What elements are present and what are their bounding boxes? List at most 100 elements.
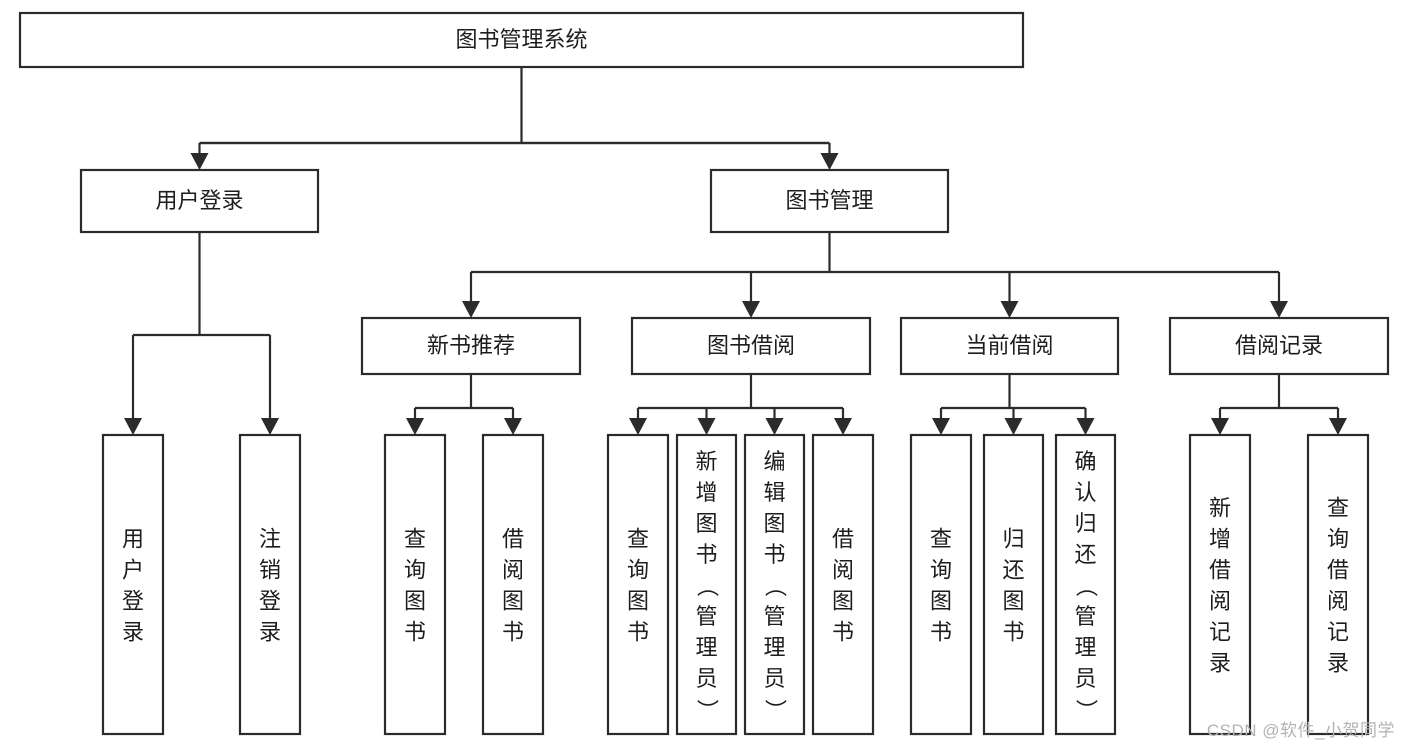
leaf-box[interactable]	[909, 433, 973, 736]
arrow-head-icon	[629, 418, 647, 435]
leaf-label-char: 图	[695, 511, 717, 536]
leaf-label-char: 还	[1074, 542, 1096, 567]
leaf-label-char: 借	[832, 527, 854, 552]
leaf-label-char: 登	[122, 589, 144, 614]
leaf-label-char: 新	[695, 449, 717, 474]
leaf-box[interactable]	[383, 433, 447, 736]
leaf-label-char: 注	[259, 527, 281, 552]
arrow-head-icon	[1329, 418, 1347, 435]
leaf-box[interactable]	[1054, 433, 1117, 736]
leaf-label-char: 询	[930, 558, 952, 583]
leaf-label-char: 记	[1209, 620, 1231, 645]
leaf-box[interactable]	[101, 433, 165, 736]
leaf-box[interactable]	[982, 433, 1045, 736]
level3-box[interactable]	[899, 316, 1120, 376]
leaf-box[interactable]	[606, 433, 670, 736]
leaf-label-char: 新	[1209, 496, 1231, 521]
arrow-head-icon	[820, 153, 839, 170]
arrow-head-icon	[124, 418, 142, 435]
leaf-label-char: 书	[502, 620, 524, 645]
leaf-label-char: 查	[1327, 496, 1349, 521]
leaf-box[interactable]	[675, 433, 738, 736]
level3-label: 当前借阅	[965, 333, 1053, 358]
arrow-head-icon	[406, 418, 424, 435]
leaf-box[interactable]	[1188, 433, 1252, 736]
arrow-head-icon	[190, 153, 209, 170]
level2-label: 图书管理	[785, 188, 873, 213]
connector-layer	[124, 67, 1347, 435]
leaf-label-char: 还	[1002, 558, 1024, 583]
root-node[interactable]: 图书管理系统	[18, 11, 1025, 69]
arrow-head-icon	[504, 418, 522, 435]
leaf-box[interactable]	[1306, 433, 1370, 736]
leaf-label-char: 借	[502, 527, 524, 552]
leaf-box[interactable]	[811, 433, 875, 736]
level3-box[interactable]	[1168, 316, 1390, 376]
leaf-label-char: 图	[930, 589, 952, 614]
arrow-head-icon	[697, 418, 716, 435]
level2-node[interactable]: 图书管理	[709, 168, 950, 234]
level2-box[interactable]	[709, 168, 950, 234]
leaf-label-char: 图	[832, 589, 854, 614]
leaf-label-char: 员	[695, 666, 717, 691]
leaf-label-char: 编	[763, 449, 785, 474]
leaf-label-char: 图	[502, 589, 524, 614]
leaf-label-char: 理	[763, 635, 785, 660]
leaf-label-char: 员	[763, 666, 785, 691]
level3-box[interactable]	[360, 316, 582, 376]
leaf-label-char: 管	[695, 604, 717, 629]
level2-node[interactable]: 用户登录	[79, 168, 320, 234]
leaf-label-char: 书	[1002, 620, 1024, 645]
arrow-head-icon	[1004, 418, 1023, 435]
leaf-label-char: （	[1074, 575, 1099, 597]
leaf-label-char: 录	[1209, 651, 1231, 676]
leaf-box[interactable]	[238, 433, 302, 736]
leaf-label-char: 录	[122, 620, 144, 645]
leaf-label-char: 书	[930, 620, 952, 645]
leaf-label-char: 确	[1074, 449, 1096, 474]
arrow-head-icon	[1211, 418, 1229, 435]
leaf-label-char: 借	[1209, 558, 1231, 583]
leaf-label-char: （	[695, 575, 720, 597]
level3-node[interactable]: 借阅记录	[1168, 316, 1390, 376]
level3-node[interactable]: 当前借阅	[899, 316, 1120, 376]
leaf-label-char: 辑	[763, 480, 785, 505]
leaf-label-char: 记	[1327, 620, 1349, 645]
arrow-head-icon	[932, 418, 950, 435]
level3-label: 借阅记录	[1235, 333, 1323, 358]
leaf-box[interactable]	[481, 433, 545, 736]
arrow-head-icon	[1000, 301, 1019, 318]
level3-node[interactable]: 图书借阅	[630, 316, 872, 376]
arrow-head-icon	[742, 301, 760, 318]
leaf-node[interactable]: 用户登录	[101, 433, 165, 736]
leaf-box[interactable]	[743, 433, 806, 736]
root-label: 图书管理系统	[455, 27, 587, 52]
leaf-label-char: 询	[1327, 527, 1349, 552]
level3-box[interactable]	[630, 316, 872, 376]
level3-node[interactable]: 新书推荐	[360, 316, 582, 376]
arrow-head-icon	[765, 418, 784, 435]
leaf-label-char: 阅	[1209, 589, 1231, 614]
leaf-label-char: 书	[832, 620, 854, 645]
root-box[interactable]	[18, 11, 1025, 69]
leaf-label-char: 管	[1074, 604, 1096, 629]
leaf-label-char: 归	[1002, 527, 1024, 552]
leaf-label-char: 阅	[832, 558, 854, 583]
level2-box[interactable]	[79, 168, 320, 234]
level3-label: 新书推荐	[427, 333, 515, 358]
leaf-label-char: 户	[122, 558, 144, 583]
